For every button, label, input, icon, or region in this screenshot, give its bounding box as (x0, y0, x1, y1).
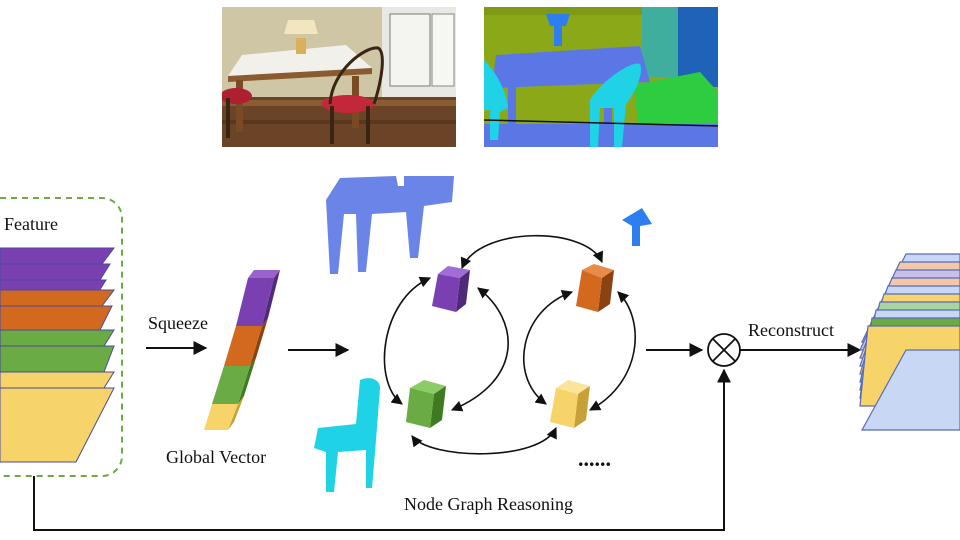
feature-dashed-border (0, 197, 123, 477)
chair-segment-icon (314, 378, 380, 492)
node-graph (383, 234, 636, 455)
global-vector-label: Global Vector (166, 447, 266, 467)
lamp-segment-icon (622, 208, 652, 246)
node-purple (432, 266, 470, 312)
ellipsis-label: ...... (578, 446, 611, 471)
reconstruct-label: Reconstruct (748, 320, 834, 340)
output-feature-stack (859, 253, 960, 431)
segmentation-map (484, 7, 718, 147)
feature-stack (0, 247, 115, 463)
global-vector (204, 270, 280, 430)
feature-label: Feature (4, 214, 58, 234)
node-orange (576, 264, 614, 312)
dining-room-photo (222, 7, 456, 147)
skip-connection-arrow (33, 368, 731, 531)
table-segment-icon (326, 176, 454, 274)
node-graph-reasoning-label: Node Graph Reasoning (404, 494, 573, 514)
multiply-operator-icon (707, 333, 741, 367)
node-yellow (550, 380, 590, 428)
node-green (406, 380, 446, 428)
squeeze-label: Squeeze (148, 313, 208, 333)
